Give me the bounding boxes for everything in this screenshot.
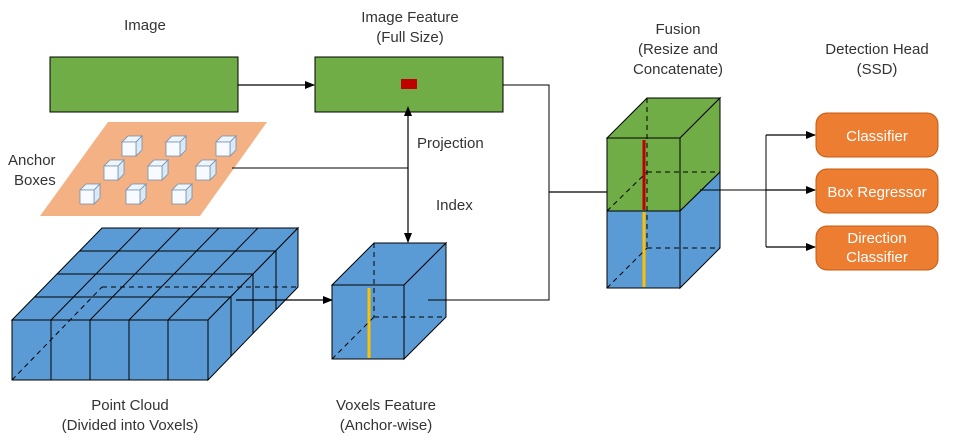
direction-classifier-head: Direction Classifier [815, 225, 939, 271]
anchor-box-cube [125, 183, 147, 205]
image-feature-subtitle: (Full Size) [376, 29, 444, 46]
anchor-box-cube [215, 135, 237, 157]
fusion-cube [605, 96, 722, 290]
anchor-box-cubes [79, 135, 237, 205]
voxels-feature-cube [330, 241, 448, 361]
projection-label: Projection [417, 135, 484, 152]
anchor-box-cube [195, 159, 217, 181]
voxels-feature-subtitle: (Anchor-wise) [340, 417, 433, 434]
fusion-subtitle-2: Concatenate) [633, 61, 723, 78]
anchor-box-cube [103, 159, 125, 181]
image-feature-title: Image Feature [361, 9, 459, 26]
voxels-feature-title: Voxels Feature [336, 397, 436, 414]
classifier-label: Classifier [846, 128, 908, 145]
anchor-box-cube [121, 135, 143, 157]
direction-classifier-label-2: Classifier [846, 249, 908, 266]
detection-head-subtitle: (SSD) [857, 61, 898, 78]
anchor-box-cube [165, 135, 187, 157]
point-cloud-voxels [10, 226, 300, 382]
point-cloud-subtitle: (Divided into Voxels) [62, 417, 199, 434]
fusion-title: Fusion [655, 21, 700, 38]
anchor-box-cube [171, 183, 193, 205]
anchor-boxes-label-2: Boxes [14, 172, 56, 189]
box-regressor-head: Box Regressor [815, 168, 939, 214]
image-block [49, 56, 239, 113]
image-label: Image [124, 17, 166, 34]
anchor-box-cube [79, 183, 101, 205]
box-regressor-label: Box Regressor [827, 184, 926, 201]
anchor-box-cube [147, 159, 169, 181]
classifier-head: Classifier [815, 112, 939, 158]
anchor-boxes-label-1: Anchor [8, 152, 56, 169]
detection-head-title: Detection Head [825, 41, 928, 58]
fusion-subtitle-1: (Resize and [638, 41, 718, 58]
index-label: Index [436, 197, 473, 214]
projected-region-marker [401, 79, 417, 89]
point-cloud-title: Point Cloud [91, 397, 169, 414]
direction-classifier-label-1: Direction [847, 230, 906, 247]
